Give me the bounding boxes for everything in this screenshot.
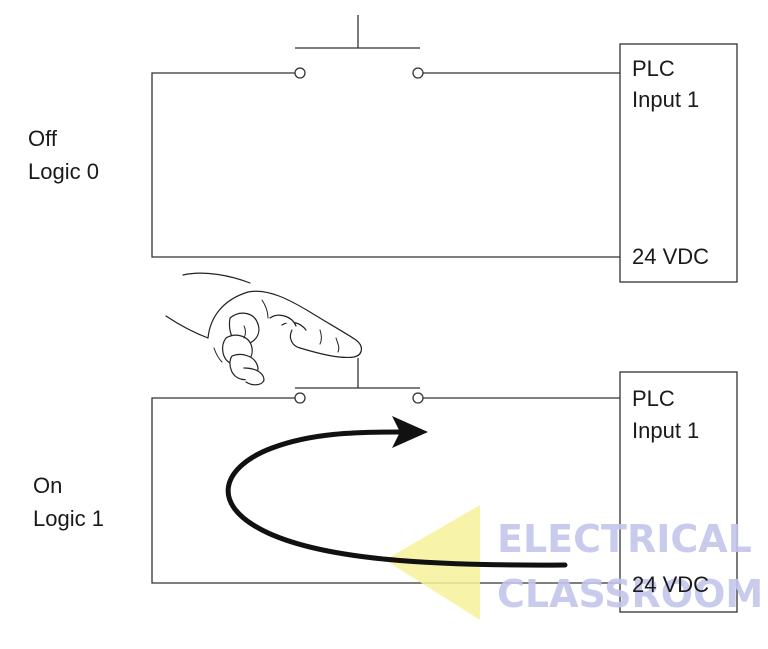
bottom-contact-left bbox=[294, 392, 306, 404]
watermark-line1: ELECTRICAL bbox=[497, 517, 752, 561]
bottom-state-label: On bbox=[33, 473, 62, 498]
bottom-plc-box bbox=[619, 371, 738, 613]
bottom-contact-right bbox=[412, 392, 424, 404]
top-logic-label: Logic 0 bbox=[28, 159, 99, 184]
bottom-plc-title: PLC bbox=[632, 386, 675, 411]
arrowhead-icon bbox=[392, 416, 428, 448]
top-plc-input-label: Input 1 bbox=[632, 87, 699, 112]
top-plc-box bbox=[619, 43, 738, 283]
current-flow-arrow bbox=[225, 416, 568, 568]
bottom-circuit bbox=[151, 358, 738, 613]
top-contact-right bbox=[412, 67, 424, 79]
bottom-wire-left bbox=[151, 397, 620, 584]
watermark-line2: CLASSROOM bbox=[497, 572, 763, 616]
top-wire-left bbox=[151, 72, 620, 258]
top-plc-supply-label: 24 VDC bbox=[632, 244, 709, 269]
top-contact-left bbox=[294, 67, 306, 79]
pointing-hand-icon bbox=[165, 272, 362, 386]
top-circuit bbox=[151, 15, 738, 283]
bottom-plc-supply-label: 24 VDC bbox=[632, 572, 709, 597]
bottom-plc-input-label: Input 1 bbox=[632, 418, 699, 443]
top-state-label: Off bbox=[28, 126, 58, 151]
top-plc-title: PLC bbox=[632, 56, 675, 81]
bottom-logic-label: Logic 1 bbox=[33, 506, 104, 531]
